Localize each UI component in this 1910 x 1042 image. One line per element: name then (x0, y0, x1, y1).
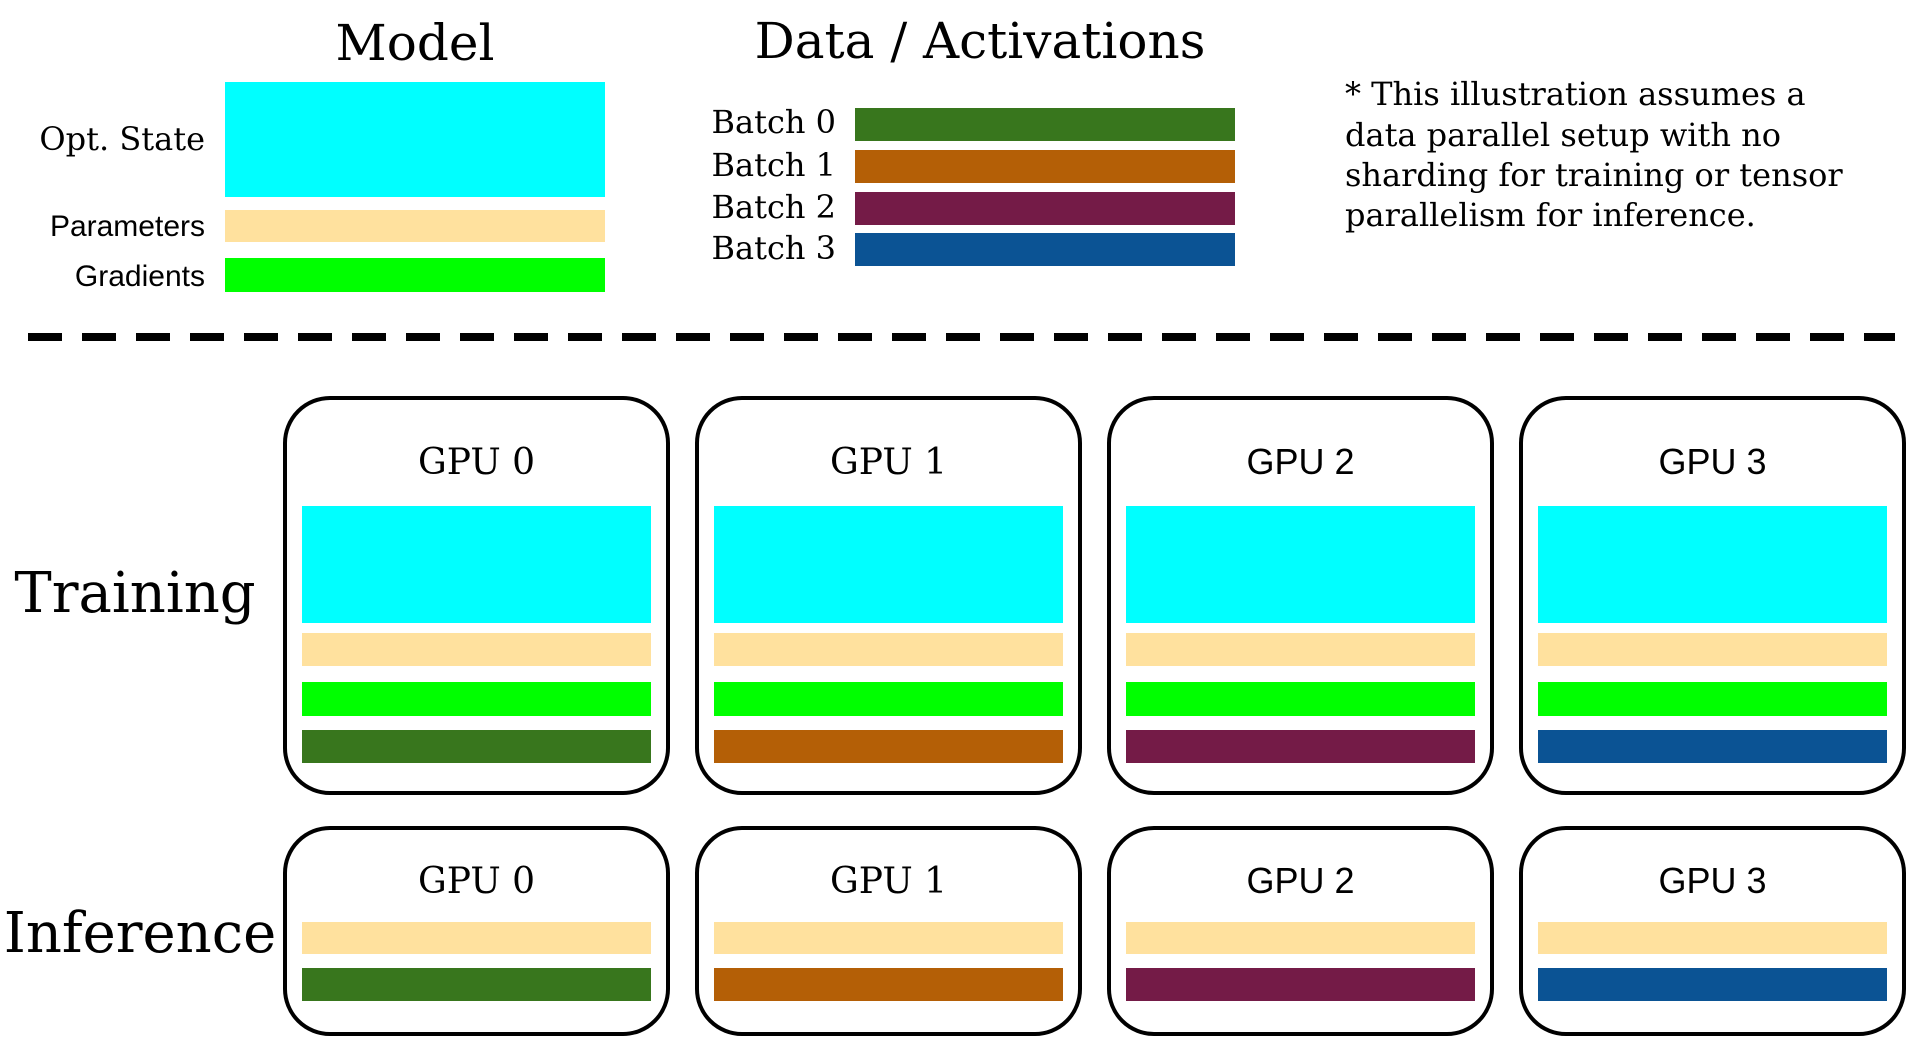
gradients-bar (1538, 682, 1887, 716)
gpu-card: GPU 1 (695, 396, 1082, 795)
opt-state-bar (1538, 506, 1887, 623)
activation-bar (302, 968, 651, 1001)
gpu-card: GPU 0 (283, 396, 670, 795)
batch-2-label: Batch 2 (711, 188, 836, 226)
gpu-card: GPU 2 (1107, 826, 1494, 1036)
note-line-2: data parallel setup with no (1345, 116, 1781, 154)
gradients-bar (302, 682, 651, 716)
data-legend-title: Data / Activations (755, 12, 1206, 70)
gpu-card: GPU 3 (1519, 396, 1906, 795)
activation-bar (1126, 730, 1475, 763)
activation-bar (1538, 968, 1887, 1001)
batch-0-swatch (855, 108, 1235, 141)
parameters-bar (1126, 633, 1475, 666)
model-legend-title: Model (336, 14, 495, 72)
activation-bar (714, 968, 1063, 1001)
note-line-3: sharding for training or tensor (1345, 156, 1843, 194)
training-row-label: Training (14, 561, 255, 626)
batch-1-swatch (855, 150, 1235, 183)
gpu-label: GPU 1 (830, 861, 947, 902)
parameters-bar (714, 633, 1063, 666)
gpu-label: GPU 2 (1246, 860, 1354, 901)
parameters-bar (714, 922, 1063, 954)
note-line-4: parallelism for inference. (1345, 196, 1756, 234)
gpu-card: GPU 2 (1107, 396, 1494, 795)
gpu-card: GPU 1 (695, 826, 1082, 1036)
parameters-swatch (225, 210, 605, 242)
note-line-1: * This illustration assumes a (1345, 75, 1806, 113)
parameters-bar (1538, 922, 1887, 954)
opt-state-label: Opt. State (39, 120, 205, 158)
activation-bar (302, 730, 651, 763)
opt-state-bar (302, 506, 651, 623)
parameters-bar (302, 633, 651, 666)
activation-bar (1538, 730, 1887, 763)
gpu-label: GPU 3 (1658, 860, 1766, 901)
parameters-bar (302, 922, 651, 954)
activation-bar (714, 730, 1063, 763)
gpu-label: GPU 1 (830, 442, 947, 483)
inference-gpu-cards: GPU 0 GPU 1 GPU 2 GPU 3 (283, 826, 1906, 1036)
batch-1-label: Batch 1 (711, 146, 836, 184)
gradients-swatch (225, 258, 605, 292)
batch-3-label: Batch 3 (711, 229, 836, 267)
gradients-bar (1126, 682, 1475, 716)
gpu-label: GPU 2 (1246, 441, 1354, 482)
parameters-label: Parameters (50, 210, 205, 243)
gradients-bar (714, 682, 1063, 716)
batch-3-swatch (855, 233, 1235, 266)
gradients-label: Gradients (75, 260, 205, 293)
model-legend: Model Opt. State Parameters Gradients (39, 14, 605, 293)
opt-state-swatch (225, 82, 605, 197)
gpu-card: GPU 3 (1519, 826, 1906, 1036)
opt-state-bar (714, 506, 1063, 623)
parameters-bar (1126, 922, 1475, 954)
gpu-label: GPU 0 (418, 861, 535, 902)
gpu-card: GPU 0 (283, 826, 670, 1036)
gpu-label: GPU 0 (418, 442, 535, 483)
assumption-note: * This illustration assumes a data paral… (1345, 75, 1843, 234)
parameters-bar (1538, 633, 1887, 666)
gpu-label: GPU 3 (1658, 441, 1766, 482)
batch-2-swatch (855, 192, 1235, 225)
activation-bar (1126, 968, 1475, 1001)
batch-0-label: Batch 0 (711, 103, 836, 141)
training-gpu-cards: GPU 0 GPU 1 GPU 2 GPU 3 (283, 396, 1906, 795)
inference-row-label: Inference (4, 901, 277, 966)
opt-state-bar (1126, 506, 1475, 623)
data-legend: Data / Activations Batch 0 Batch 1 Batch… (711, 12, 1235, 267)
